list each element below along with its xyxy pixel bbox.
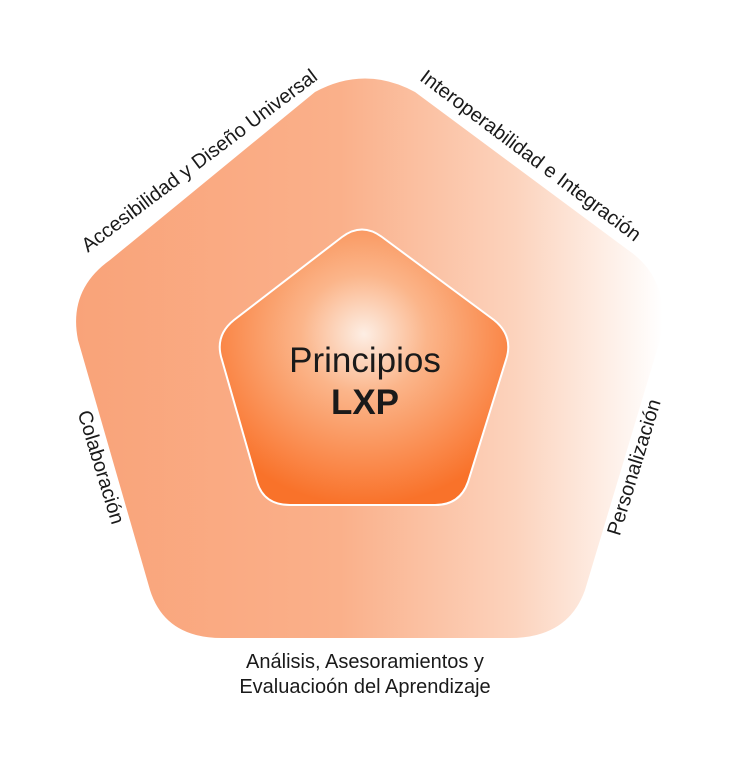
label-analysis-line2: Evaluacioón del Aprendizaje bbox=[239, 676, 491, 698]
label-analysis: Análisis, Asesoramientos y Evaluacioón d… bbox=[165, 650, 565, 700]
label-analysis-line1: Análisis, Asesoramientos y bbox=[246, 651, 484, 673]
center-title-line1: Principios bbox=[289, 341, 441, 380]
center-title: Principios LXP bbox=[215, 340, 515, 424]
center-title-line2: LXP bbox=[330, 383, 400, 422]
inner-pentagon bbox=[218, 228, 510, 506]
